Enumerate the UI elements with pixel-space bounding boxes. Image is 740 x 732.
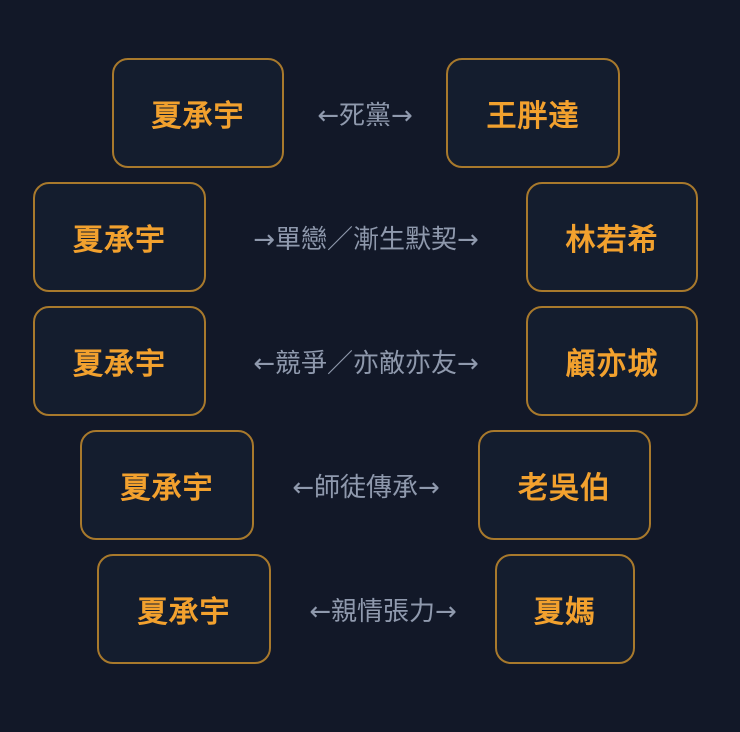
relation-label: ←師徒傳承→ <box>292 472 440 503</box>
relation-label: ←親情張力→ <box>309 596 457 627</box>
character-node-left: 夏承宇 <box>97 554 271 664</box>
character-node-left: 夏承宇 <box>33 182 206 292</box>
character-node-right: 老吳伯 <box>478 430 651 540</box>
character-node-right: 王胖達 <box>446 58 620 168</box>
relation-row-5: 夏承宇 ←親情張力→ 夏媽 <box>0 554 740 668</box>
character-node-left: 夏承宇 <box>80 430 254 540</box>
relation-label: →單戀／漸生默契→ <box>253 224 479 255</box>
character-node-right: 林若希 <box>526 182 698 292</box>
relation-row-3: 夏承宇 ←競爭／亦敵亦友→ 顧亦城 <box>0 306 740 420</box>
relation-row-2: 夏承宇 →單戀／漸生默契→ 林若希 <box>0 182 740 296</box>
character-node-right: 顧亦城 <box>526 306 698 416</box>
character-node-right: 夏媽 <box>495 554 635 664</box>
relation-row-4: 夏承宇 ←師徒傳承→ 老吳伯 <box>0 430 740 544</box>
relation-row-1: 夏承宇 ←死黨→ 王胖達 <box>0 58 740 172</box>
character-node-left: 夏承宇 <box>112 58 284 168</box>
relation-label: ←競爭／亦敵亦友→ <box>253 348 479 379</box>
character-node-left: 夏承宇 <box>33 306 206 416</box>
relation-label: ←死黨→ <box>317 100 413 131</box>
